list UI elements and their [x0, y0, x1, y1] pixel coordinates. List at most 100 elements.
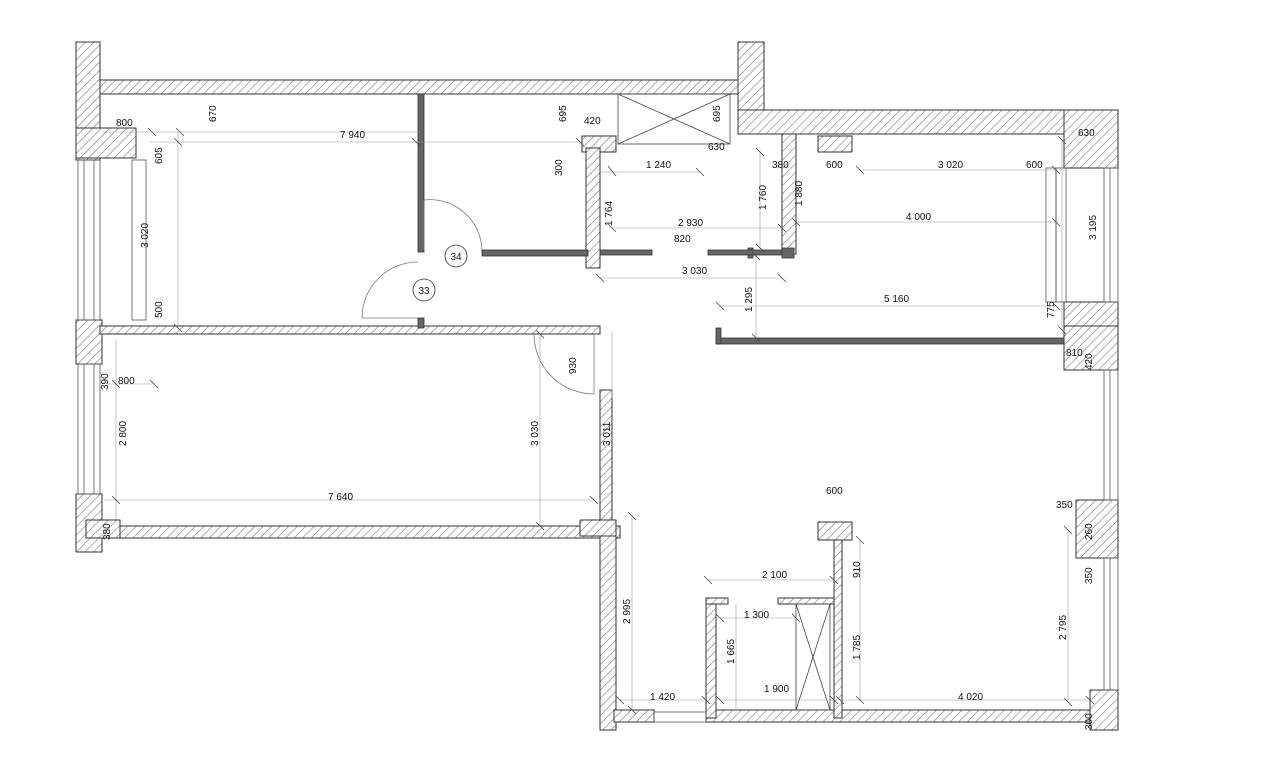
dim-label: 3 011 — [602, 421, 613, 446]
dim-label: 1 760 — [758, 185, 769, 210]
dimension-ticks — [111, 127, 1095, 715]
dim-label: 670 — [208, 105, 219, 122]
dim-label: 3 020 — [140, 223, 151, 248]
wall-right-upper-pier-lower — [1063, 301, 1119, 331]
door-room-34 — [423, 199, 483, 251]
shaft-top — [617, 93, 731, 145]
wall-left-middle — [99, 325, 601, 335]
dim-label: 350 — [1056, 500, 1073, 511]
wall-column-top — [817, 135, 853, 153]
dim-label: 300 — [554, 159, 565, 176]
doors — [361, 199, 595, 395]
dim-label: 350 — [1084, 567, 1095, 584]
wall-top-middle-pier — [737, 41, 765, 113]
wall-bath-right — [833, 537, 843, 719]
dim-label: 2 795 — [1058, 615, 1069, 640]
door-lower-left — [533, 333, 595, 395]
dim-label: 910 — [852, 561, 863, 578]
dim-label: 5 160 — [884, 294, 909, 305]
room-tag-34: 34 — [450, 252, 462, 263]
dim-label: 390 — [100, 373, 111, 390]
wall-small-pier — [85, 519, 121, 539]
wall-bath-top-right — [777, 597, 837, 605]
dim-label: 420 — [584, 116, 601, 127]
dim-label: 605 — [154, 147, 165, 164]
room-tags: 34 33 — [412, 244, 468, 302]
partitions — [417, 93, 1065, 345]
wall-right-pier-lower — [1075, 499, 1119, 559]
dim-label: 600 — [826, 486, 843, 497]
room-tag-33: 33 — [418, 286, 430, 297]
partition-stub-33 — [417, 317, 425, 329]
dim-label: 260 — [1084, 523, 1095, 540]
window-inner-left — [131, 159, 147, 321]
dim-label: 630 — [708, 142, 725, 153]
dim-label: 2 800 — [118, 421, 129, 446]
dim-label: 380 — [772, 160, 789, 171]
dim-label: 695 — [558, 105, 569, 122]
window-bottom — [653, 711, 707, 723]
partition-horizontal-34 — [481, 249, 589, 257]
wall-left-pier-2 — [75, 319, 103, 365]
room-tag-33-circle — [412, 278, 436, 302]
shafts — [617, 93, 831, 711]
dim-label: 1 420 — [650, 692, 675, 703]
wall-right-pier-middle — [1063, 325, 1119, 371]
dim-label: 1 764 — [604, 201, 615, 226]
dim-label: 1 785 — [852, 635, 863, 660]
partition-bottom-right-room — [715, 337, 1065, 345]
dim-label: 2 100 — [762, 570, 787, 581]
dim-label: 3 020 — [938, 160, 963, 171]
window-right-lower — [1103, 557, 1119, 691]
window-left-upper — [77, 159, 101, 321]
dim-label: 1 665 — [726, 639, 737, 664]
dim-label: 300 — [1084, 713, 1095, 730]
window-right-upper — [1103, 167, 1119, 303]
dim-label: 3 195 — [1088, 215, 1099, 240]
dim-label: 695 — [712, 105, 723, 122]
partition-corridor-c — [781, 247, 795, 259]
dim-label: 1 900 — [764, 684, 789, 695]
dim-label: 600 — [826, 160, 843, 171]
window-right-room-inner — [1055, 167, 1067, 303]
wall-bath-top — [705, 597, 729, 605]
wall-left-pier-1 — [75, 127, 137, 159]
wall-column-600 — [817, 521, 853, 541]
window-left-lower — [77, 363, 101, 495]
dim-label: 7 640 — [328, 492, 353, 503]
dim-label: 7 940 — [340, 130, 365, 141]
dim-label: 800 — [118, 376, 135, 387]
windows — [77, 159, 1119, 723]
dim-label: 775 — [1046, 301, 1057, 318]
wall-vertical-lower — [599, 529, 617, 731]
dim-label: 4 000 — [906, 212, 931, 223]
dim-label: 4 020 — [958, 692, 983, 703]
wall-corridor-vertical — [585, 147, 601, 269]
partition-vertical-34 — [417, 93, 425, 253]
dim-label: 600 — [1026, 160, 1043, 171]
dim-label: 820 — [674, 234, 691, 245]
partition-corridor-b — [707, 249, 791, 256]
window-right-middle — [1103, 369, 1119, 501]
dim-label: 500 — [154, 301, 165, 318]
dim-label: 1 300 — [744, 610, 769, 621]
dim-label: 380 — [102, 523, 113, 540]
shaft-bath — [795, 603, 831, 711]
dim-label: 2 995 — [622, 599, 633, 624]
dim-label: 810 — [1066, 348, 1083, 359]
wall-right-pier-bottom — [1089, 689, 1119, 731]
dim-label: 800 — [116, 118, 133, 129]
wall-vertical-center — [599, 389, 613, 531]
dimension-lines — [102, 131, 1090, 710]
wall-right-upper-pier — [1063, 109, 1119, 169]
dim-label: 3 030 — [530, 421, 541, 446]
dim-label: 1 240 — [646, 160, 671, 171]
dim-label: 3 030 — [682, 266, 707, 277]
dimension-labels: 800 670 7 940 695 420 695 630 605 300 1 … — [100, 105, 1099, 730]
wall-top-right — [737, 109, 1119, 135]
dim-label: 2 930 — [678, 218, 703, 229]
dim-label: 1 880 — [794, 181, 805, 206]
dim-label: 630 — [1078, 128, 1095, 139]
dim-label: 420 — [1084, 353, 1095, 370]
